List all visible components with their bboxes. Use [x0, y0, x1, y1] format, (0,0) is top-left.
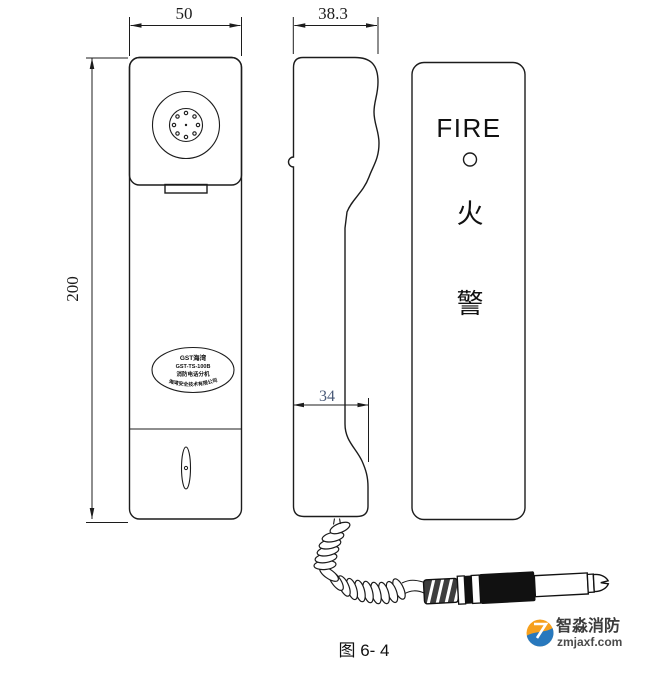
side-view — [287, 56, 380, 518]
watermark-logo-icon — [526, 619, 554, 647]
front-view: GST海湾 GST-TS-100B 消防电话分机 海湾安全技术有限公司 — [128, 56, 243, 520]
plug-barrel — [479, 571, 536, 604]
coiled-cord — [313, 518, 425, 605]
handset-body-front — [128, 56, 243, 520]
phone-plug — [422, 571, 610, 605]
label-logo-text: GST海湾 — [180, 353, 207, 362]
dimension-side-width: 38.3 — [292, 4, 379, 54]
dimension-mouthpiece-width: 34 — [293, 388, 369, 462]
dim-text-200: 200 — [63, 276, 82, 302]
cord-strain-bushing — [329, 521, 351, 535]
dim-arrow-left — [294, 23, 306, 28]
watermark: 智淼消防 zmjaxf.com — [526, 616, 622, 649]
indicator-led — [462, 152, 478, 167]
dim-text-38-3: 38.3 — [318, 4, 348, 23]
dim-arrow-right — [357, 402, 369, 408]
speaker-grille — [151, 90, 221, 160]
char-fire-text: 火 — [457, 199, 484, 229]
latch-button — [164, 183, 208, 194]
fire-title-text: FIRE — [436, 113, 501, 143]
dimension-front-width: 50 — [129, 4, 242, 56]
dim-arrow-down — [89, 508, 95, 519]
plug-tip — [592, 573, 610, 593]
plug-ring-white-1 — [456, 575, 467, 605]
plug-strain-relief — [422, 577, 460, 605]
plug-sleeve-shaft — [533, 572, 590, 598]
product-label-oval: GST海湾 GST-TS-100B 消防电话分机 海湾安全技术有限公司 — [151, 346, 235, 394]
microphone-slot — [180, 446, 192, 490]
dim-arrow-right — [229, 23, 241, 28]
dim-text-34: 34 — [319, 388, 335, 405]
dim-arrow-left — [293, 402, 304, 408]
handset-profile — [287, 56, 380, 518]
char-alarm-text: 警 — [457, 289, 484, 319]
watermark-site-text: zmjaxf.com — [557, 635, 622, 649]
watermark-brand-text: 智淼消防 — [556, 616, 620, 635]
figure-caption: 图 6- 4 — [338, 641, 389, 660]
plug-ring-black — [464, 575, 473, 604]
panel-view: FIRE 火 警 — [411, 61, 526, 521]
speaker-holes — [171, 110, 201, 140]
plug-ring-white-2 — [470, 574, 482, 605]
dim-arrow-left — [130, 23, 142, 28]
panel-body — [411, 61, 526, 521]
dim-arrow-right — [366, 23, 377, 28]
label-product-text: 消防电话分机 — [176, 370, 210, 378]
label-company-text: 海湾安全技术有限公司 — [168, 377, 218, 389]
dim-text-50: 50 — [176, 4, 193, 23]
dim-arrow-up — [89, 58, 95, 69]
label-model-text: GST-TS-100B — [176, 364, 211, 370]
dimension-height: 200 — [63, 57, 128, 523]
